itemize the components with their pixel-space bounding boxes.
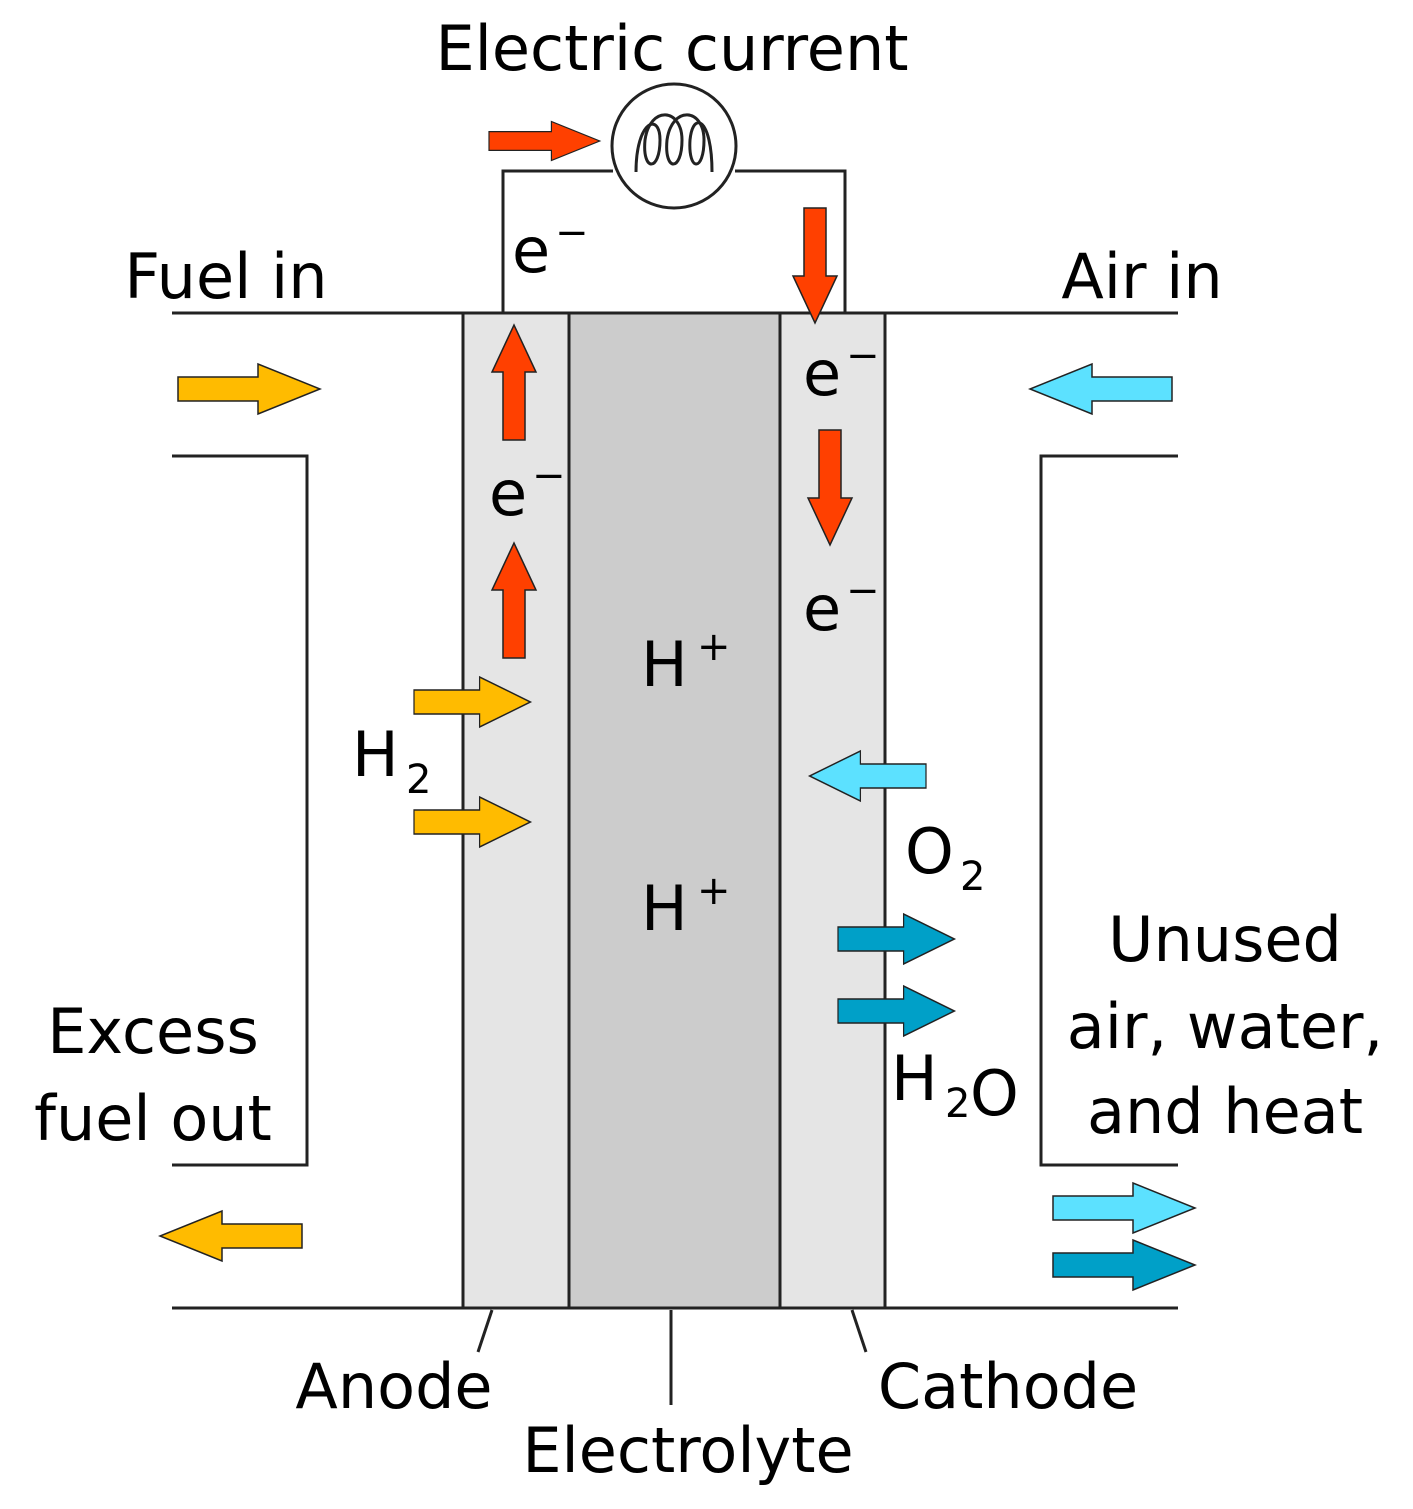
- air-in-arrow: [1029, 363, 1173, 415]
- svg-text:−: −: [846, 568, 880, 614]
- svg-text:H: H: [352, 718, 399, 791]
- svg-text:H: H: [891, 1042, 938, 1115]
- svg-text:H: H: [641, 628, 688, 701]
- fuel-channel-wall: [172, 454, 309, 1167]
- water-label: H 2 O: [891, 1042, 1019, 1130]
- electrolyte-plate: [567, 311, 782, 1310]
- excess-fuel-label-line2: fuel out: [34, 1082, 272, 1155]
- proton-label-1: H +: [641, 624, 731, 701]
- anode-leader: [476, 1309, 494, 1353]
- electron-arrow-cathode-in: [792, 207, 838, 324]
- unused-label-line1: Unused: [1108, 903, 1342, 976]
- unused-label-line2: air, water,: [1067, 990, 1383, 1063]
- external-circuit-wire: [501, 169, 613, 313]
- svg-text:2: 2: [960, 854, 985, 900]
- unused-air-arrow: [1052, 1182, 1196, 1234]
- electron-label-anode: e −: [489, 453, 566, 530]
- electron-label-cathode-1: e −: [803, 333, 880, 410]
- fuel-in-label: Fuel in: [124, 240, 327, 313]
- svg-text:−: −: [555, 210, 589, 256]
- svg-text:+: +: [697, 624, 731, 670]
- hydrogen-label: H 2: [352, 718, 431, 803]
- unused-water-arrow: [1052, 1239, 1196, 1291]
- svg-text:2: 2: [406, 757, 431, 803]
- svg-text:+: +: [697, 868, 731, 914]
- cathode-label: Cathode: [878, 1350, 1138, 1423]
- svg-text:H: H: [641, 872, 688, 945]
- svg-text:2: 2: [945, 1081, 970, 1127]
- excess-fuel-label-line1: Excess: [47, 995, 259, 1068]
- excess-fuel-arrow: [159, 1210, 303, 1262]
- svg-text:e: e: [489, 457, 527, 530]
- electron-arrow-circuit: [488, 120, 601, 162]
- svg-text:O: O: [905, 815, 954, 888]
- electron-label-cathode-2: e −: [803, 568, 880, 645]
- proton-label-2: H +: [641, 868, 731, 945]
- air-in-label: Air in: [1061, 240, 1222, 313]
- fuel-in-arrow: [177, 363, 321, 415]
- oxygen-label: O 2: [905, 815, 985, 900]
- air-channel-wall: [1039, 454, 1178, 1167]
- unused-label-line3: and heat: [1087, 1075, 1363, 1148]
- svg-text:−: −: [846, 333, 880, 379]
- anode-label: Anode: [295, 1350, 492, 1423]
- svg-text:−: −: [532, 453, 566, 499]
- diagram-title: Electric current: [435, 12, 908, 85]
- svg-text:O: O: [970, 1057, 1019, 1130]
- svg-text:e: e: [512, 214, 550, 287]
- external-circuit-wire-right: [735, 169, 847, 313]
- electron-label-circuit: e −: [512, 210, 589, 287]
- cathode-leader: [850, 1309, 868, 1353]
- electrolyte-label: Electrolyte: [522, 1414, 853, 1487]
- light-bulb-coil-icon: [610, 82, 738, 210]
- svg-text:e: e: [803, 572, 841, 645]
- svg-text:e: e: [803, 337, 841, 410]
